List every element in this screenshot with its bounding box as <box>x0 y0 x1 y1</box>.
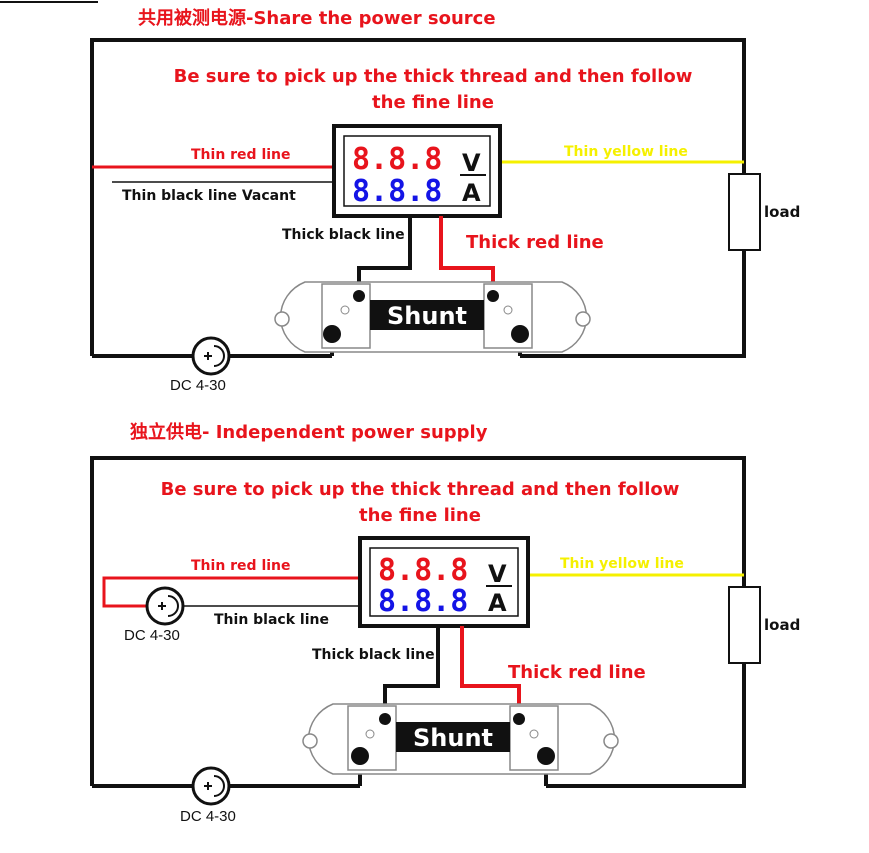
shunt-terminal-small-left <box>353 290 365 302</box>
shunt-resistor: Shunt <box>274 281 591 353</box>
thick-red-wire <box>439 216 495 292</box>
shunt-terminal-left <box>351 747 369 765</box>
dc-source: DC 4-30 <box>170 336 231 394</box>
load-resistor: load <box>728 173 800 251</box>
dc-source-label: DC 4-30 <box>170 377 226 394</box>
thick-black-label: Thick black line <box>282 227 405 243</box>
main-loop-wire <box>90 456 746 788</box>
shunt-resistor: Shunt <box>302 703 619 775</box>
svg-text:共用被测电源-Share the power source: 共用被测电源-Share the power source <box>138 7 496 29</box>
load-resistor: load <box>728 586 800 664</box>
shunt-terminal-right <box>537 747 555 765</box>
main-loop-wire <box>90 38 746 358</box>
shunt-terminal-small-right <box>513 713 525 725</box>
meter-unit-v: V <box>488 560 507 588</box>
thin-black-label: Thin black line <box>214 612 329 628</box>
meter-unit-a: A <box>462 179 481 207</box>
shunt-terminal-right <box>511 325 529 343</box>
meter-voltage-digits: 8.8.8 <box>378 553 468 588</box>
note-line-2: the fine line <box>372 92 494 113</box>
meter-current-digits: 8.8.8 <box>352 174 442 209</box>
diagram-shared-power: 共用被测电源-Share the power source Be sure to… <box>0 1 800 394</box>
title-cn: 共用被测电源 <box>138 7 246 29</box>
dc-source: DC 4-30 <box>180 766 236 825</box>
note-line-1: Be sure to pick up the thick thread and … <box>174 66 693 87</box>
dc-source-label: DC 4-30 <box>180 808 236 825</box>
thin-red-label: Thin red line <box>191 558 291 574</box>
thin-yellow-label: Thin yellow line <box>560 556 684 572</box>
meter-voltage-digits: 8.8.8 <box>352 142 442 177</box>
shunt-terminal-small-right <box>487 290 499 302</box>
thick-black-wire <box>357 216 412 292</box>
thin-red-wire <box>102 576 360 608</box>
diagram-independent-power: 独立供电- Independent power supply Be sure t… <box>90 421 800 825</box>
dc-source-meter-label: DC 4-30 <box>124 627 180 644</box>
title-en: - Independent power supply <box>202 422 488 443</box>
thick-black-label: Thick black line <box>312 647 435 663</box>
thick-red-wire <box>460 626 521 716</box>
volt-amp-meter: 8.8.8 8.8.8 V A <box>358 536 530 628</box>
note-line-1: Be sure to pick up the thick thread and … <box>161 479 680 500</box>
title-cn: 独立供电 <box>130 421 202 443</box>
thin-black-label: Thin black line Vacant <box>122 188 296 204</box>
shunt-label: Shunt <box>387 302 467 330</box>
meter-current-digits: 8.8.8 <box>378 584 468 619</box>
thick-black-wire <box>383 626 440 716</box>
thin-red-label: Thin red line <box>191 147 291 163</box>
thick-red-label: Thick red line <box>508 662 646 683</box>
dc-source-meter: DC 4-30 <box>124 586 185 644</box>
meter-unit-v: V <box>462 149 481 177</box>
meter-unit-a: A <box>488 589 507 617</box>
load-label: load <box>764 203 800 221</box>
shunt-terminal-small-left <box>379 713 391 725</box>
title-en: -Share the power source <box>246 8 496 29</box>
thin-yellow-label: Thin yellow line <box>564 144 688 160</box>
thick-red-label: Thick red line <box>466 232 604 253</box>
volt-amp-meter: 8.8.8 8.8.8 V A <box>332 124 502 218</box>
shunt-terminal-left <box>323 325 341 343</box>
note-line-2: the fine line <box>359 505 481 526</box>
load-label: load <box>764 616 800 634</box>
shunt-label: Shunt <box>413 724 493 752</box>
svg-text:独立供电- Independent power supply: 独立供电- Independent power supply <box>130 421 488 443</box>
